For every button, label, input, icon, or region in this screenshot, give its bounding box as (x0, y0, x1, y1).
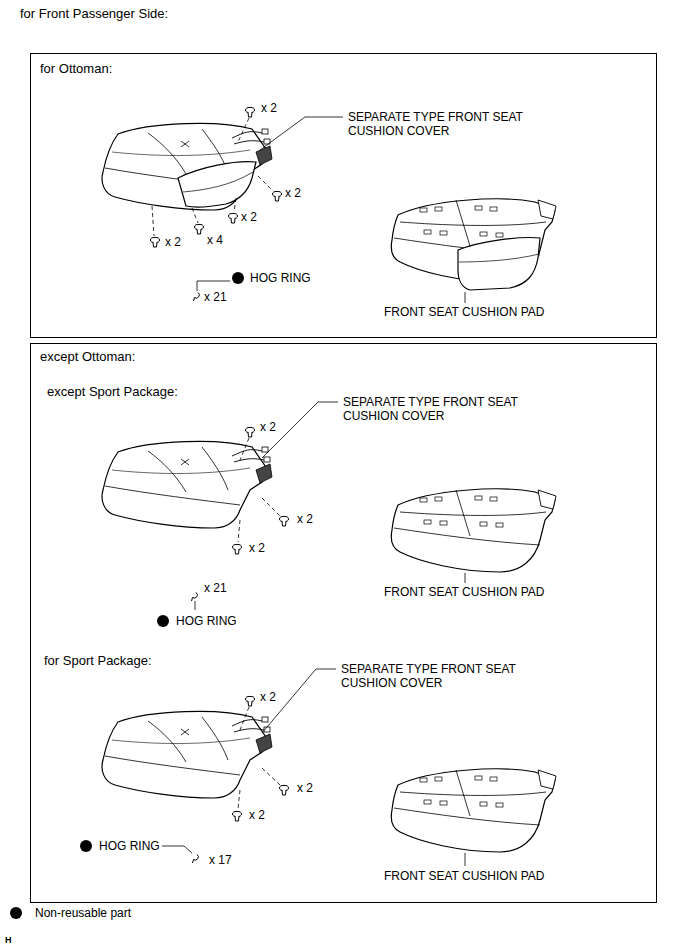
figure-code: H (5, 935, 12, 946)
clip-icon (246, 427, 255, 437)
legend-text: Non-reusable part (35, 906, 131, 920)
seat-cover (102, 441, 272, 528)
part-name: FRONT SEAT CUSHION PAD (384, 869, 544, 883)
seat-pad (391, 769, 556, 852)
part-name: FRONT SEAT CUSHION PAD (384, 585, 544, 599)
flap-seam (183, 172, 253, 192)
variant-panel: except Ottoman: (30, 343, 657, 903)
hog-ring-icon (192, 593, 198, 602)
clip-icon (273, 191, 282, 201)
leader-line (260, 117, 343, 150)
quantity-label: x 4 (207, 233, 223, 247)
leader-line (465, 292, 466, 303)
quantity-label: x 2 (297, 781, 313, 795)
panel-heading: for Ottoman: (40, 61, 112, 76)
seat-cover (102, 123, 272, 210)
seat-cover (102, 711, 272, 798)
hog-ring-icon (194, 293, 200, 302)
clip-icon (280, 785, 289, 795)
quantity-label: x 2 (249, 541, 265, 555)
ottoman-flap (178, 162, 256, 207)
leader-line (197, 281, 230, 291)
quantity-label: x 2 (260, 690, 276, 704)
part-name: FRONT SEAT CUSHION PAD (384, 305, 544, 319)
clip-icon (195, 224, 204, 234)
seat-pad (391, 489, 556, 572)
clip-icon (233, 811, 242, 821)
quantity-label: x 2 (165, 235, 181, 249)
non-reusable-mark (80, 840, 92, 852)
variant-panel: for Ottoman: (30, 53, 657, 338)
part-name: HOG RING (99, 839, 160, 853)
section-heading: for Sport Package: (44, 653, 152, 668)
part-name: SEPARATE TYPE FRONT SEAT CUSHION COVER (341, 662, 531, 690)
panel-heading: except Ottoman: (40, 349, 135, 364)
quantity-label: x 2 (297, 512, 313, 526)
clip-icon (229, 213, 238, 223)
hog-ring-icon (193, 855, 199, 864)
leader-line (195, 601, 196, 610)
section-heading: except Sport Package: (47, 384, 178, 399)
dashed-leader (238, 438, 280, 542)
quantity-label: x 2 (241, 210, 257, 224)
quantity-label: x 2 (249, 808, 265, 822)
clip-icon (151, 237, 160, 247)
clip-icon (246, 696, 255, 706)
leader-line (465, 573, 466, 583)
non-reusable-mark (157, 615, 169, 627)
dashed-leader (238, 707, 280, 809)
diagram-title: for Front Passenger Side: (20, 6, 168, 21)
pad-flap-edge (459, 254, 539, 262)
quantity-label: x 21 (204, 290, 227, 304)
non-reusable-mark (232, 272, 244, 284)
leader-line (465, 853, 466, 866)
quantity-label: x 2 (285, 186, 301, 200)
part-name: SEPARATE TYPE FRONT SEAT CUSHION COVER (348, 110, 538, 138)
part-name: SEPARATE TYPE FRONT SEAT CUSHION COVER (343, 395, 533, 423)
quantity-label: x 2 (261, 101, 277, 115)
legend-swatch (10, 907, 22, 919)
clip-icon (246, 107, 255, 117)
clip-icon (233, 544, 242, 554)
quantity-label: x 21 (204, 581, 227, 595)
quantity-label: x 17 (209, 853, 232, 867)
quantity-label: x 2 (260, 420, 276, 434)
ottoman-pad-flap (458, 238, 540, 290)
clip-icon (280, 516, 289, 526)
dashed-leader (152, 118, 273, 236)
part-name: HOG RING (176, 614, 237, 628)
part-name: HOG RING (250, 271, 311, 285)
leader-line (162, 846, 192, 853)
